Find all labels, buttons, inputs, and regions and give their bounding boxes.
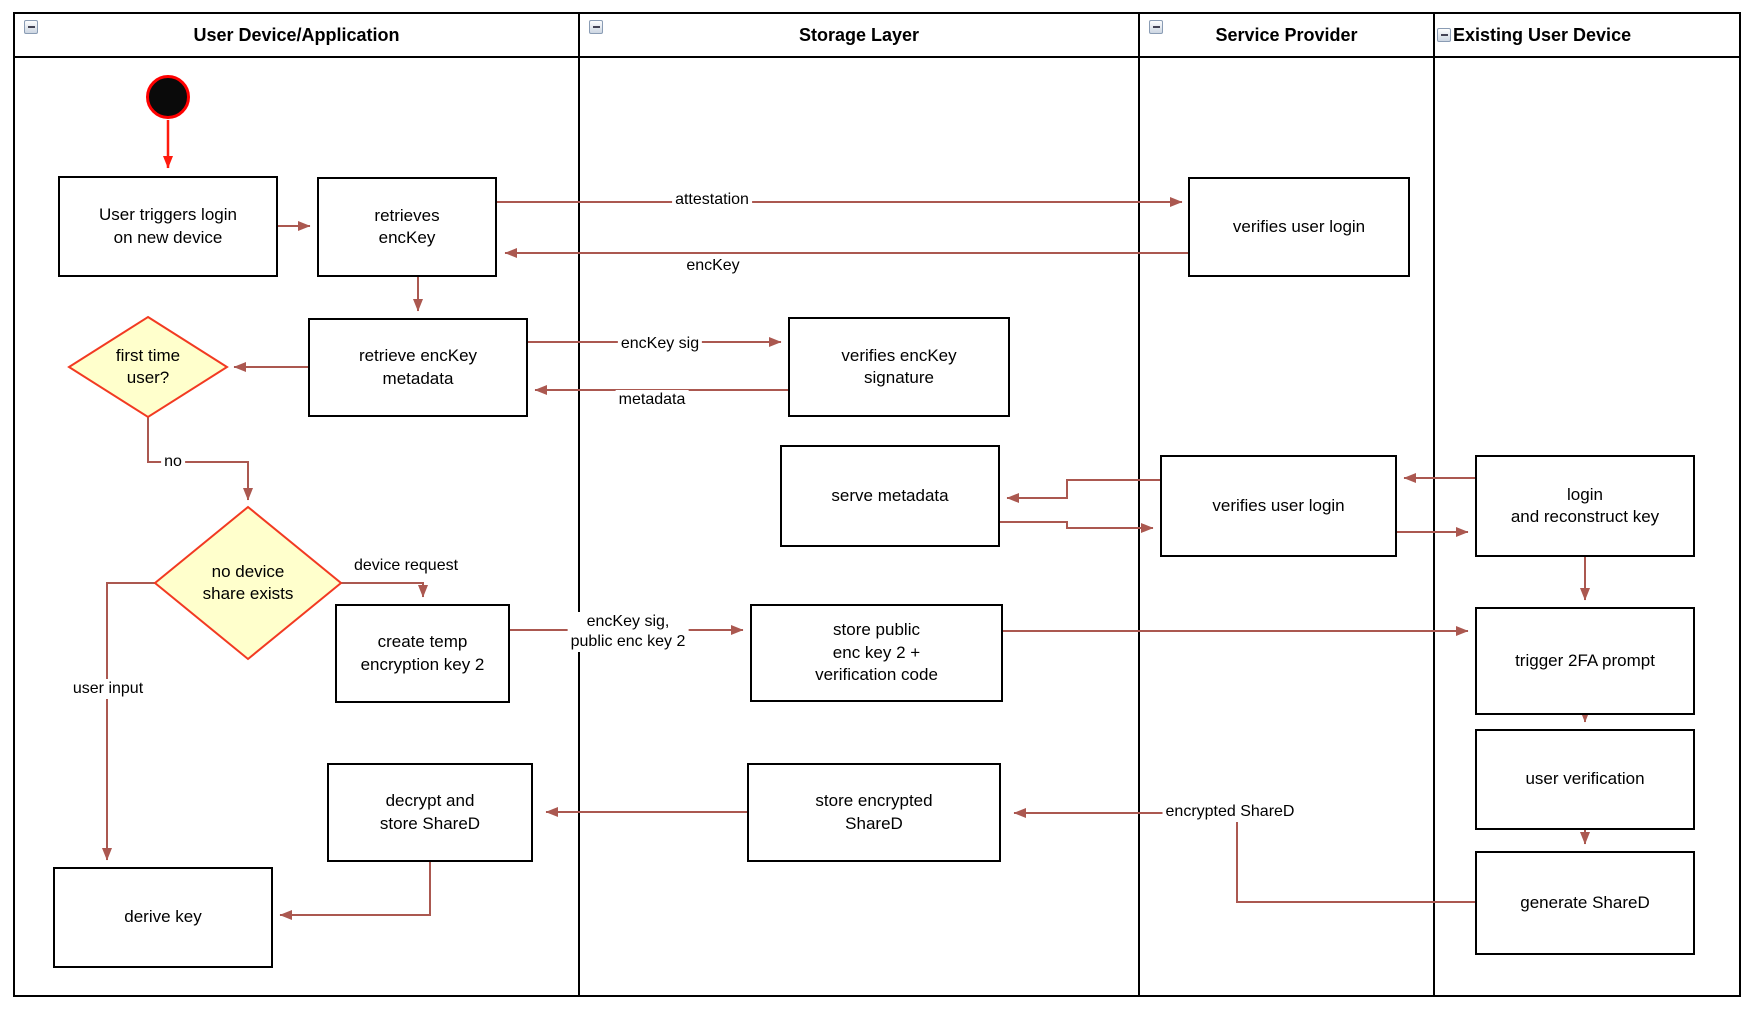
lane-title-existing-device: Existing User Device [1453, 24, 1632, 45]
node-serve-metadata[interactable]: serve metadata [780, 445, 1000, 547]
decision-no-device-share[interactable] [153, 505, 343, 661]
node-login-reconstruct-key[interactable]: login and reconstruct key [1475, 455, 1695, 557]
decision-label-no-device-share: no device share exists [202, 562, 294, 604]
node-store-encrypted-shared[interactable]: store encrypted ShareD [747, 763, 1001, 862]
node-trigger-2fa[interactable]: trigger 2FA prompt [1475, 607, 1695, 715]
lane-header-service-provider: Service Provider [1140, 14, 1433, 56]
node-verifies-user-login-top[interactable]: verifies user login [1188, 177, 1410, 277]
node-store-public-key[interactable]: store public enc key 2 + verification co… [750, 604, 1003, 702]
lane-divider-1 [578, 12, 580, 997]
lane-divider-3 [1433, 12, 1435, 997]
edge-label-device-request: device request [350, 556, 462, 576]
edge-label-enckey-sig: encKey sig [617, 334, 703, 354]
edge-label-encrypted-shared: encrypted ShareD [1162, 802, 1298, 822]
node-generate-shared[interactable]: generate ShareD [1475, 851, 1695, 955]
edge-label-metadata: metadata [615, 390, 689, 410]
collapse-icon[interactable] [589, 20, 603, 34]
edge-label-no: no [161, 452, 185, 472]
node-user-verification[interactable]: user verification [1475, 729, 1695, 830]
edge-label-user-input: user input [69, 679, 147, 699]
node-verifies-enckey-signature[interactable]: verifies encKey signature [788, 317, 1010, 417]
lane-header-storage-layer: Storage Layer [580, 14, 1138, 56]
edge-serve-to-verifiesmid [1000, 521, 1154, 533]
lane-divider-2 [1138, 12, 1140, 997]
edge-label-enckey: encKey [683, 256, 743, 276]
edge-label-attestation: attestation [672, 190, 752, 210]
edge-no-branch [147, 417, 253, 501]
lane-header-user-device: User Device/Application [15, 14, 578, 56]
collapse-icon[interactable] [1437, 28, 1451, 42]
edge-label-enckey-sig-public: encKey sig, public enc key 2 [567, 612, 689, 652]
node-create-temp-key[interactable]: create temp encryption key 2 [335, 604, 510, 703]
node-retrieves-enckey[interactable]: retrieves encKey [317, 177, 497, 277]
node-user-triggers-login[interactable]: User triggers login on new device [58, 176, 278, 277]
lane-title-service-provider: Service Provider [1215, 24, 1358, 45]
collapse-icon[interactable] [24, 20, 38, 34]
node-retrieve-enckey-metadata[interactable]: retrieve encKey metadata [308, 318, 528, 417]
lane-title-storage-layer: Storage Layer [798, 24, 920, 45]
lane-title-user-device: User Device/Application [193, 24, 400, 45]
diagram-frame [13, 12, 1741, 997]
node-verifies-user-login-mid[interactable]: verifies user login [1160, 455, 1397, 557]
edge-verifiesmid-to-serve [1006, 479, 1160, 503]
lane-header-divider [13, 56, 1741, 58]
edge-decrypt-to-derive [279, 862, 431, 920]
edge-user-input [102, 582, 155, 861]
node-derive-key[interactable]: derive key [53, 867, 273, 968]
collapse-icon[interactable] [1149, 20, 1163, 34]
edge-encrypted-shared [1013, 808, 1475, 903]
lane-header-existing-device: Existing User Device [1437, 14, 1740, 56]
node-decrypt-store-shared[interactable]: decrypt and store ShareD [327, 763, 533, 862]
decision-label-first-time-user: first time user? [115, 346, 181, 388]
start-node[interactable] [146, 75, 190, 119]
edge-device-request [341, 582, 428, 598]
decision-first-time-user[interactable] [67, 315, 229, 419]
